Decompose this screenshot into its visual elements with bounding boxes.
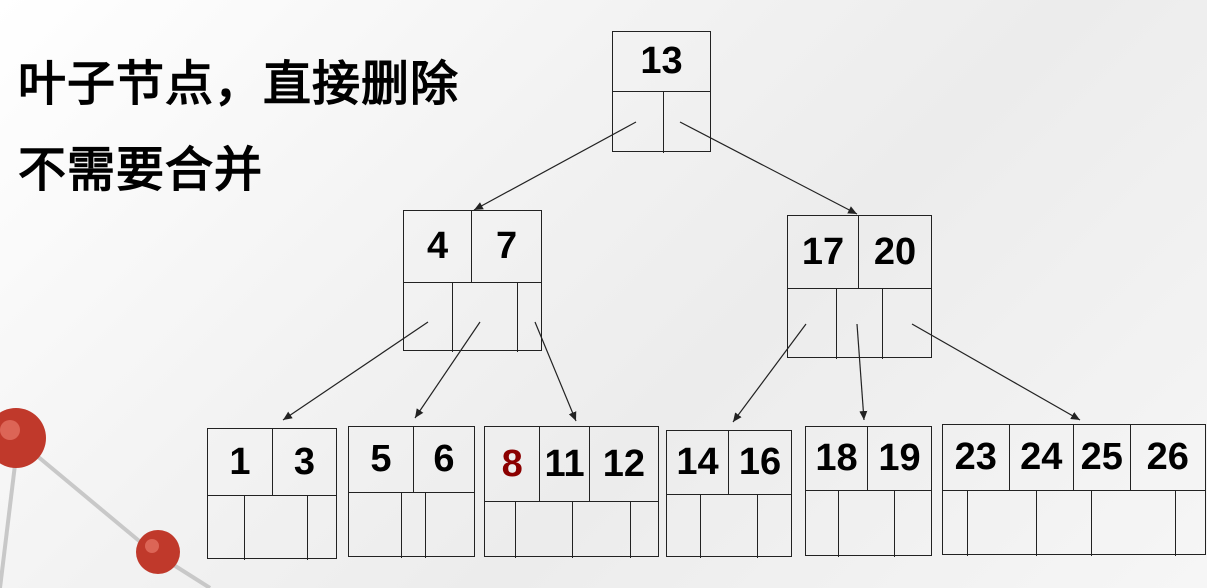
pointer-divider bbox=[882, 289, 883, 359]
key: 25 bbox=[1073, 425, 1130, 490]
pointer-divider bbox=[630, 502, 631, 558]
molecule-atom-highlight bbox=[0, 420, 20, 440]
key: 11 bbox=[539, 427, 588, 501]
key: 7 bbox=[471, 211, 541, 282]
leaf-node: 14 16 bbox=[666, 430, 792, 558]
key: 3 bbox=[272, 429, 336, 495]
key: 19 bbox=[867, 427, 931, 490]
pointer-divider bbox=[1091, 491, 1092, 556]
key: 26 bbox=[1129, 425, 1205, 490]
key: 1 bbox=[229, 440, 251, 483]
title-line-2: 不需要合并 bbox=[18, 142, 264, 198]
key: 14 bbox=[676, 441, 719, 483]
edge-root-to-4-7 bbox=[473, 121, 637, 211]
key: 16 bbox=[728, 431, 791, 494]
internal-node-left: 4 7 bbox=[403, 210, 542, 352]
leaf-node: 23 24 25 26 bbox=[942, 424, 1206, 556]
pointer-divider bbox=[894, 491, 895, 557]
leaf-node: 18 19 bbox=[805, 426, 932, 557]
pointer-divider bbox=[307, 496, 308, 560]
pointer-divider bbox=[836, 289, 837, 359]
leaf-node: 8 11 12 bbox=[484, 426, 659, 558]
pointer-divider bbox=[967, 491, 968, 556]
molecule-decoration bbox=[0, 408, 212, 588]
pointer-divider bbox=[425, 493, 426, 558]
internal-node-right: 17 20 bbox=[787, 215, 932, 359]
pointer-divider bbox=[1036, 491, 1037, 556]
title-line-1: 叶子节点，直接删除 bbox=[18, 56, 460, 112]
pointer-divider bbox=[700, 495, 701, 558]
pointer-divider bbox=[572, 502, 573, 558]
pointer-divider bbox=[515, 502, 516, 558]
pointer-divider bbox=[244, 496, 245, 560]
edge-to-leaf-14-16 bbox=[732, 323, 807, 423]
molecule-atom-small bbox=[136, 530, 180, 574]
leaf-node: 5 6 bbox=[348, 426, 475, 558]
key: 23 bbox=[954, 436, 997, 478]
edge-root-to-17-20 bbox=[679, 121, 858, 215]
key: 18 bbox=[815, 437, 858, 479]
key: 24 bbox=[1008, 425, 1074, 490]
key: 12 bbox=[588, 427, 658, 501]
pointer-divider bbox=[401, 493, 402, 558]
key: 5 bbox=[370, 438, 392, 480]
edge-to-leaf-23-26 bbox=[911, 323, 1081, 421]
key-highlighted: 8 bbox=[501, 442, 523, 485]
key: 20 bbox=[858, 216, 931, 288]
key: 13 bbox=[640, 40, 683, 82]
molecule-atom-highlight bbox=[145, 539, 159, 553]
molecule-bond bbox=[16, 438, 152, 552]
pointer-divider bbox=[1175, 491, 1176, 556]
key: 6 bbox=[412, 427, 474, 492]
root-node: 13 bbox=[612, 31, 711, 153]
pointer-divider bbox=[517, 283, 518, 352]
pointer-divider bbox=[838, 491, 839, 557]
leaf-node: 1 3 bbox=[207, 428, 337, 560]
key: 17 bbox=[801, 230, 845, 273]
edge-to-leaf-5-6 bbox=[414, 321, 481, 419]
key: 4 bbox=[426, 225, 449, 267]
pointer-divider bbox=[757, 495, 758, 558]
edge-to-leaf-18-19 bbox=[856, 323, 868, 421]
pointer-divider bbox=[452, 283, 453, 352]
pointer-divider bbox=[663, 92, 664, 153]
